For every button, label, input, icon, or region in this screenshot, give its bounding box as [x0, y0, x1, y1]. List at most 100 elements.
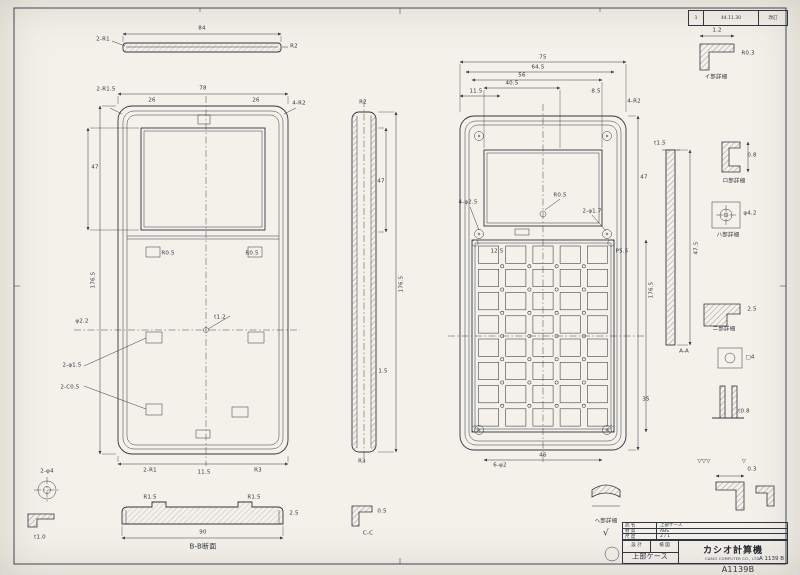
note-value: 上部ケース	[660, 523, 683, 529]
dim-label: 26	[252, 97, 260, 104]
dim-label: t1.2	[214, 314, 226, 321]
dim-label: 11.5	[469, 88, 483, 95]
dim-label: 0.3	[747, 466, 757, 473]
dim-label: 0.5	[377, 508, 387, 515]
dim-label: 8.5	[591, 88, 601, 95]
dim-label: 47	[640, 174, 648, 181]
title-block-field-check: 検 図	[651, 541, 679, 553]
company-name-roman: CASIO COMPUTER CO., LTD.	[705, 557, 761, 561]
drawing-number: A 1139 B	[758, 556, 784, 562]
title-block: 設 計 検 図 カシオ計算機 CASIO COMPUTER CO., LTD. …	[622, 540, 788, 564]
dim-label: 75	[539, 54, 547, 61]
dim-label: 2-C0.5	[60, 384, 80, 391]
front-view	[74, 92, 300, 466]
dim-label: 0.8	[747, 152, 757, 159]
dim-label: R0.5	[553, 192, 567, 199]
revision-table: 1 44.11.30 改訂	[688, 10, 788, 26]
dim-label: 1.5	[378, 368, 388, 375]
top-edge-view	[111, 32, 288, 53]
dim-label: 47	[377, 178, 385, 185]
dim-label: t0.8	[738, 408, 750, 415]
revision-number: 1	[689, 11, 704, 25]
dim-label: 2-R1	[143, 467, 157, 474]
dim-label: 176.5	[398, 275, 405, 293]
approval-stamp	[604, 546, 620, 562]
side-section-a	[662, 149, 692, 346]
dim-label: 47	[91, 164, 99, 171]
dim-label: φ4.2	[743, 210, 757, 217]
notes-table: 品 名 上部ケース 材 質 ABS 尺 度 2 / 1	[622, 522, 788, 540]
dim-label: P5.5	[615, 248, 629, 255]
company-name: カシオ計算機	[702, 546, 763, 556]
dim-label: 上部ケース	[632, 552, 668, 561]
dim-label: 12.5	[490, 248, 504, 255]
company-cell: カシオ計算機 CASIO COMPUTER CO., LTD. A 1139 B	[679, 541, 787, 563]
detail-rib	[712, 385, 744, 419]
dim-label: 64.5	[531, 64, 545, 71]
dim-label: ハ部詳細	[716, 232, 740, 239]
field-check-label: 検 図	[659, 543, 670, 548]
dim-label: 4-R2	[627, 98, 641, 105]
notes-row: 品 名 上部ケース	[623, 523, 787, 529]
side-view	[351, 100, 398, 464]
detail-ha	[711, 201, 741, 229]
dim-label: 78	[199, 85, 207, 92]
note-label: 品 名	[623, 523, 657, 528]
dim-label: 2-R1.5	[96, 86, 116, 93]
dim-label: 11.5	[197, 469, 211, 476]
note-value: 2 / 1	[660, 534, 671, 540]
dim-label: R0.5	[245, 250, 259, 257]
dim-label: φ2.2	[75, 318, 89, 325]
title-block-field-design: 設 計	[623, 541, 651, 553]
note-label: 尺 度	[623, 534, 657, 540]
dim-label: 40.5	[505, 80, 519, 87]
dim-label: 176.5	[648, 281, 655, 299]
dim-label: R0.5	[161, 250, 175, 257]
detail-boss	[717, 347, 743, 369]
detail-hook	[591, 484, 621, 507]
dim-label: 26	[148, 97, 156, 104]
dim-label: 176.5	[90, 271, 97, 289]
dim-label: 2-φ4	[40, 468, 54, 475]
dim-label: C-C	[362, 530, 374, 537]
dim-label: A-A	[679, 348, 689, 355]
dim-label: 90	[199, 529, 207, 536]
dim-label: ヘ部詳細	[594, 518, 618, 525]
dim-label: 2.5	[289, 510, 299, 517]
revision-note: 改訂	[768, 16, 778, 21]
detail-corner-small	[351, 505, 373, 527]
detail-hole	[34, 477, 60, 503]
dim-label: 1.2	[712, 27, 722, 34]
dim-label: イ部詳細	[704, 74, 728, 81]
field-design-label: 設 計	[631, 543, 642, 548]
dim-label: R2	[359, 99, 367, 106]
dim-label: t1.0	[34, 534, 46, 541]
bottom-edge-section	[121, 501, 284, 540]
notes-row: 材 質 ABS	[623, 529, 787, 535]
dim-label: 46	[539, 452, 547, 459]
detail-ni	[703, 303, 741, 327]
dim-label: 4-φ2.5	[458, 199, 478, 206]
title-block-title-cell	[623, 553, 679, 563]
dim-label: R3	[254, 467, 262, 474]
detail-step	[27, 513, 55, 528]
dim-label: 4-R2	[292, 100, 306, 107]
dim-label: 2.5	[747, 306, 757, 313]
dim-label: R1.5	[143, 494, 157, 501]
dim-label: 84	[198, 25, 206, 32]
dim-label: 56	[518, 72, 526, 79]
dim-label: 47.5	[693, 241, 700, 255]
dim-label: ロ部詳細	[722, 178, 746, 185]
dim-label: t1.5	[654, 140, 666, 147]
sheet-frame	[13, 7, 787, 565]
dim-label: ▽▽▽	[697, 458, 711, 465]
keypad-grid	[478, 245, 608, 427]
detail-ro	[721, 141, 750, 173]
dim-label: B-B断面	[189, 542, 217, 551]
dim-label: 2-φ1.5	[62, 362, 82, 369]
dim-label: ニ部詳細	[712, 326, 736, 333]
dim-label: 2-R1	[96, 36, 110, 43]
dim-label: R0.3	[741, 50, 755, 57]
